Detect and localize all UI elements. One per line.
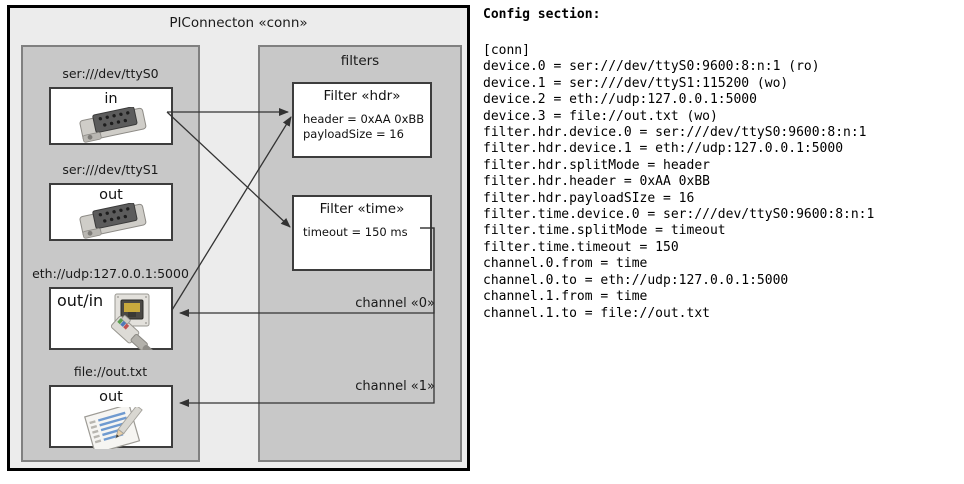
config-section: Config section: [conn] device.0 = ser://… [483, 0, 964, 484]
filter-prop: header = 0xAA 0xBB [303, 112, 425, 126]
serial-port-icon [73, 106, 155, 147]
device-box-ttys0[interactable]: in [49, 87, 173, 145]
filter-card-hdr-props: header = 0xAA 0xBB payloadSize = 16 [303, 112, 424, 142]
text-file-icon [81, 403, 153, 455]
serial-port-icon [73, 202, 155, 243]
device-direction-eth: out/in [57, 291, 104, 310]
diagram-title: PIConnecton «conn» [169, 15, 308, 31]
device-direction-ttys1: out [99, 187, 123, 203]
device-label-ttys0: ser:///dev/ttyS0 [62, 66, 159, 81]
config-heading: Config section: [483, 7, 601, 22]
device-box-file[interactable]: out [49, 385, 173, 455]
device-label-ttys1: ser:///dev/ttyS1 [62, 162, 159, 177]
device-label-eth: eth://udp:127.0.0.1:5000 [32, 266, 189, 281]
ethernet-jack-icon [97, 292, 171, 358]
connector-diagram: PIConnecton «conn» ser:///dev/ttyS0 in [0, 0, 478, 484]
device-direction-file: out [99, 389, 123, 405]
filter-card-hdr-title: Filter «hdr» [323, 88, 401, 104]
filter-prop: payloadSize = 16 [303, 127, 404, 141]
channel-1-label: channel «1» [355, 379, 435, 394]
filters-panel-title: filters [340, 53, 380, 69]
device-direction-ttys0: in [104, 91, 118, 107]
device-box-ttys1[interactable]: out [49, 183, 173, 241]
piconnecton-container: PIConnecton «conn» ser:///dev/ttyS0 in [7, 5, 470, 471]
devices-panel: ser:///dev/ttyS0 in [21, 45, 200, 462]
device-label-file: file://out.txt [73, 364, 148, 379]
filter-card-time[interactable]: Filter «time» timeout = 150 ms [292, 195, 432, 271]
filter-card-hdr[interactable]: Filter «hdr» header = 0xAA 0xBB payloadS… [292, 82, 432, 158]
device-box-eth[interactable]: out/in [49, 287, 173, 358]
filter-prop: timeout = 150 ms [303, 225, 408, 239]
channel-0-label: channel «0» [355, 296, 435, 311]
filter-card-time-title: Filter «time» [319, 201, 405, 217]
config-text: [conn] device.0 = ser:///dev/ttyS0:9600:… [483, 43, 875, 321]
filters-panel: filters Filter «hdr» header = 0xAA 0xBB … [258, 45, 462, 462]
filter-card-time-props: timeout = 150 ms [303, 225, 408, 240]
